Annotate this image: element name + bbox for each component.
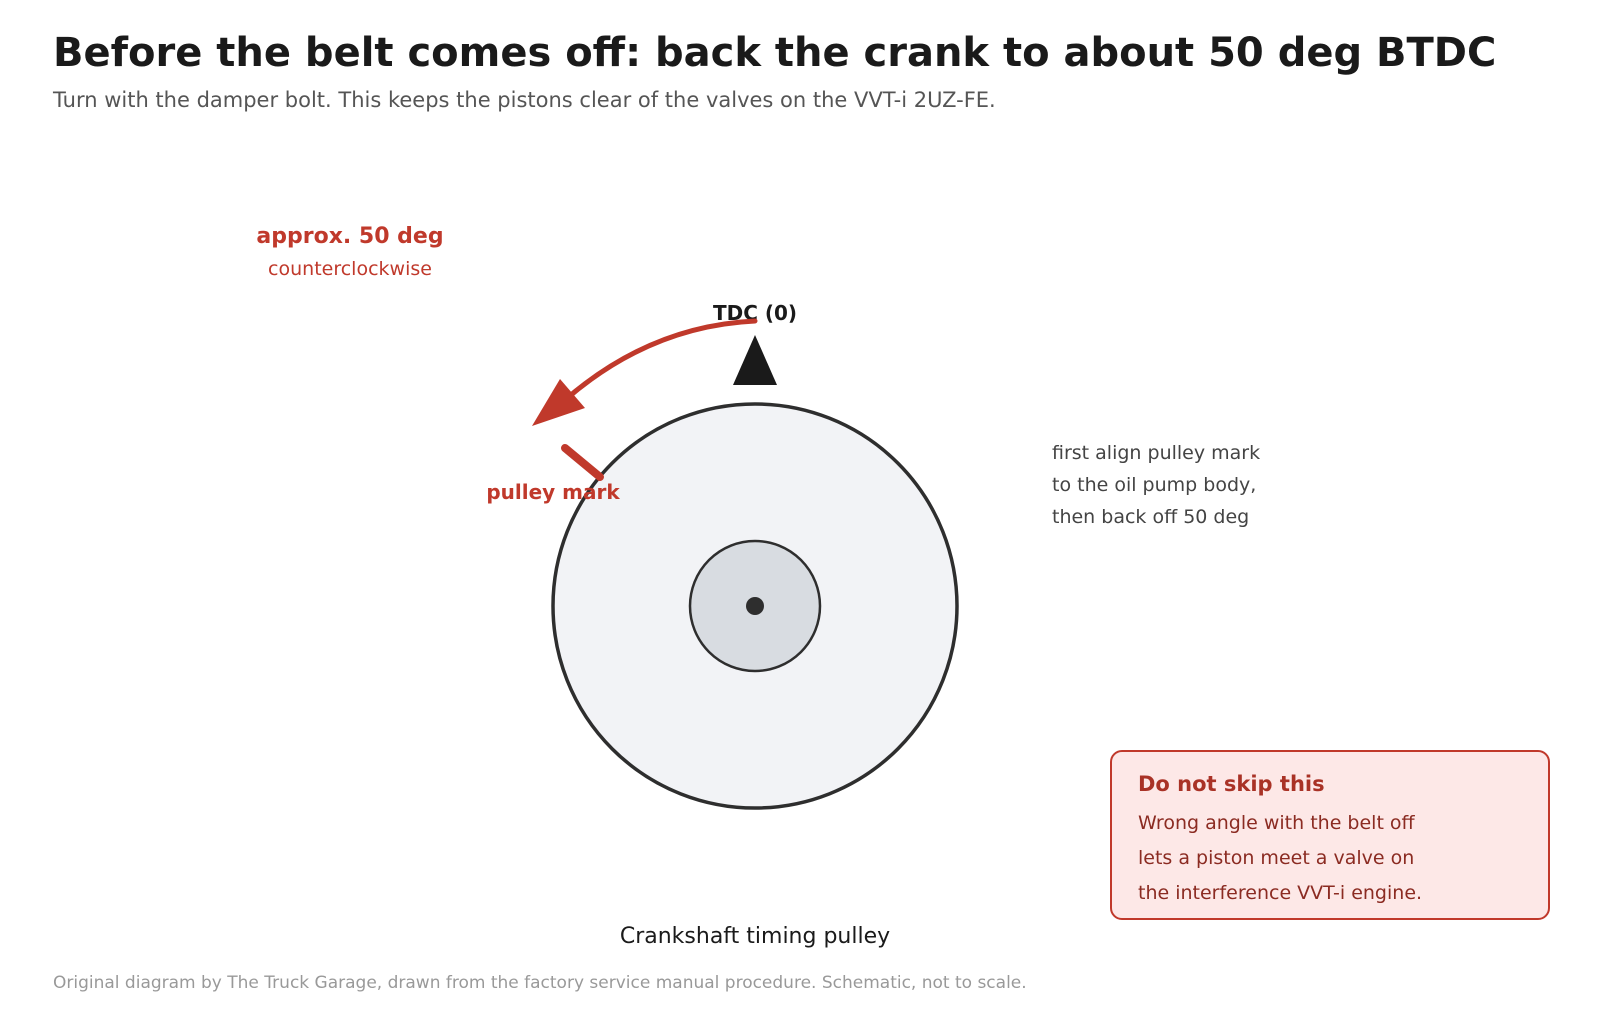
warning-line-2: lets a piston meet a valve on <box>1138 847 1415 869</box>
pulley-caption: Crankshaft timing pulley <box>620 924 890 949</box>
note-line-2: to the oil pump body, <box>1052 474 1256 496</box>
warning-line-1: Wrong angle with the belt off <box>1138 812 1415 834</box>
tdc-pointer-icon <box>733 335 777 385</box>
note-line-3: then back off 50 deg <box>1052 506 1249 528</box>
page-subtitle: Turn with the damper bolt. This keeps th… <box>53 88 996 112</box>
pulley-center-bolt <box>746 597 764 615</box>
rotation-direction-label: counterclockwise <box>268 258 432 280</box>
rotation-arrow <box>562 318 758 403</box>
note-line-1: first align pulley mark <box>1052 442 1260 464</box>
page-title: Before the belt comes off: back the cran… <box>53 30 1497 76</box>
footer-credit: Original diagram by The Truck Garage, dr… <box>53 973 1027 993</box>
rotation-angle-label: approx. 50 deg <box>256 224 443 249</box>
rotation-arrowhead-icon <box>532 379 585 426</box>
warning-line-3: the interference VVT-i engine. <box>1138 882 1423 904</box>
pulley-mark <box>561 444 604 481</box>
warning-title: Do not skip this <box>1138 772 1325 796</box>
pulley-mark-label: pulley mark <box>486 480 620 504</box>
warning-callout: Do not skip this Wrong angle with the be… <box>1110 750 1550 920</box>
